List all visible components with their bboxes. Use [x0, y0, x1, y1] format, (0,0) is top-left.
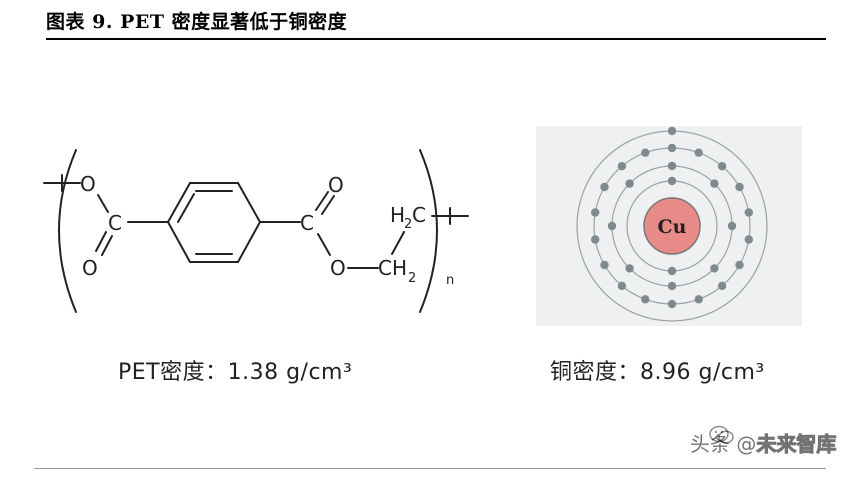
atom-ch2-sub: 2 [408, 271, 416, 286]
bond-c1-o2-a [95, 231, 107, 252]
electron [667, 143, 677, 153]
electron [667, 176, 677, 186]
electron [617, 162, 627, 171]
chart-title: 图表 9. PET 密度显著低于铜密度 [46, 11, 348, 33]
bond-c2-o3-b [321, 195, 335, 215]
electron [667, 161, 677, 171]
atom-o2: O [82, 256, 98, 280]
ring-double-3 [177, 193, 195, 223]
electron [667, 281, 677, 291]
electron [641, 295, 650, 304]
electron [744, 208, 753, 217]
atom-o1: O [80, 172, 96, 196]
electron [591, 208, 600, 217]
electron [710, 264, 719, 273]
bond-c1-o2-b [101, 235, 113, 256]
right-bracket [419, 149, 438, 313]
electron [727, 221, 737, 231]
atom-o4: O [330, 256, 346, 280]
atom-c2: C [300, 211, 314, 235]
repeat-subscript-n: n [446, 273, 454, 288]
watermark-prefix: 头条 @ [690, 432, 757, 456]
bond-o1-c1 [97, 194, 109, 213]
electron [694, 295, 703, 304]
electron [667, 126, 677, 136]
wechat-icon [709, 425, 734, 444]
watermark: 头条 @未来智库 [690, 428, 837, 457]
electron [641, 148, 650, 157]
electron [717, 162, 727, 171]
atom-o3: O [328, 173, 344, 197]
header-divider [46, 38, 826, 40]
copper-density-caption: 铜密度：8.96 g/cm³ [550, 360, 765, 385]
footer-divider [34, 468, 826, 469]
electron [600, 260, 609, 270]
electron [717, 281, 727, 290]
bond-c2-o4 [317, 233, 331, 256]
electron [735, 260, 744, 270]
left-bracket [58, 149, 77, 313]
pet-density-caption: PET密度：1.38 g/cm³ [118, 360, 353, 385]
electron [617, 281, 627, 290]
bond-ch2-h2c [391, 231, 405, 255]
bond-c2-o3-a [315, 191, 329, 211]
electron [710, 179, 719, 188]
electron [607, 221, 617, 231]
copper-nucleus [643, 197, 701, 255]
electron [694, 148, 703, 157]
electron [591, 235, 600, 244]
copper-symbol: Cu [658, 216, 687, 238]
electron [667, 266, 677, 276]
electron [667, 299, 677, 309]
electron [625, 179, 634, 188]
atom-h2c-h: H [390, 203, 405, 227]
watermark-text: 未来智库 [756, 432, 837, 457]
atom-c1: C [108, 211, 122, 235]
atom-ch2-ch: CH [378, 256, 407, 280]
electron [744, 235, 753, 244]
electron [735, 182, 744, 192]
electron [600, 182, 609, 192]
atom-h2c-sub: 2 [404, 217, 412, 232]
electron [625, 264, 634, 273]
atom-h2c-c: C [412, 203, 426, 227]
